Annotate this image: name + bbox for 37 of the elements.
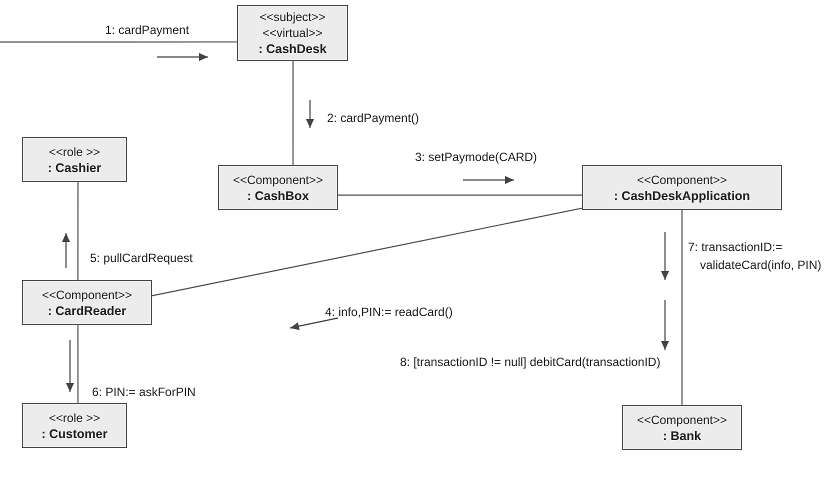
object-box — [22, 280, 152, 325]
message-label: 2: cardPayment() — [327, 110, 420, 126]
message-label: 3: setPaymode(CARD) — [415, 149, 538, 165]
connector-line — [77, 182, 79, 280]
message-label: 1: cardPayment — [105, 22, 190, 38]
object-box — [582, 165, 782, 210]
object-name: : CashDeskApplication — [614, 188, 750, 204]
message-label: 5: pullCardRequest — [90, 250, 193, 266]
object-box — [218, 165, 338, 210]
stereotype: <<subject>> — [259, 9, 326, 25]
object-name: : CashDesk — [258, 41, 327, 57]
stereotype: <<Component>> — [636, 172, 728, 188]
stereotype: <<Component>> — [42, 286, 132, 302]
object-box — [22, 403, 127, 448]
connector-line — [292, 61, 294, 165]
message-label: 6: PIN:= askForPIN — [92, 384, 196, 400]
stereotype: <<virtual>> — [262, 25, 323, 41]
object-name: : Customer — [42, 426, 108, 442]
object-name: : CardReader — [48, 302, 126, 318]
message-label: 4: info,PIN:= readCard() — [325, 304, 453, 320]
connector-line — [0, 41, 237, 43]
object-name: : Cashier — [48, 160, 102, 176]
stereotype: <<Component>> — [232, 172, 324, 188]
stereotype: <<role >> — [48, 410, 100, 426]
stereotype: <<role >> — [48, 144, 100, 160]
object-name: : CashBox — [247, 188, 309, 204]
connector-line — [338, 194, 582, 196]
connector-line — [681, 210, 683, 405]
object-box — [237, 5, 348, 61]
object-box — [22, 137, 127, 182]
message-label: 7: transactionID:= validateCard(info, PIN) — [688, 239, 822, 274]
stereotype: <<Component>> — [636, 412, 728, 428]
object-box — [622, 405, 742, 450]
object-name: : Bank — [662, 428, 702, 444]
connector-line — [77, 325, 79, 403]
connector-line — [152, 208, 582, 296]
message-label: 8: [transactionID != null] debitCard(transactionID) — [400, 354, 660, 370]
